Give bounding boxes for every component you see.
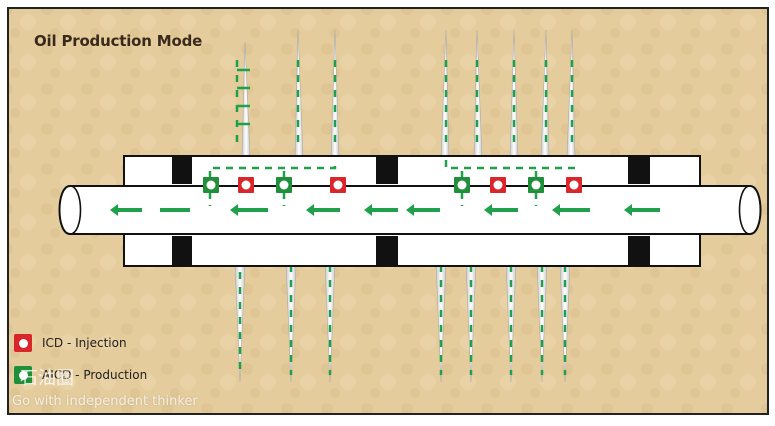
- packers: [172, 156, 650, 266]
- aicd-production-icon: [14, 366, 32, 384]
- legend-label-production: AICD - Production: [42, 368, 148, 382]
- legend-item-production: AICD - Production: [14, 366, 147, 384]
- icd-injection-valve: [566, 177, 582, 193]
- diagram-title: Oil Production Mode: [34, 32, 203, 50]
- watermark-logo: 石油圈: [20, 368, 74, 389]
- icd-injection-valve: [490, 177, 506, 193]
- aicd-production-valve: [528, 177, 544, 193]
- packer: [172, 236, 192, 266]
- pipe-flow-arrows: [110, 204, 660, 216]
- packer: [376, 236, 398, 266]
- legend-item-injection: ICD - Injection: [14, 334, 127, 352]
- aicd-production-valve: [276, 177, 292, 193]
- annulus-flow-routes: [208, 160, 575, 206]
- icd-injection-icon: [14, 334, 32, 352]
- valves: [203, 177, 582, 193]
- packer: [376, 156, 398, 184]
- packer: [628, 156, 650, 184]
- icd-injection-valve: [238, 177, 254, 193]
- aicd-production-valve: [203, 177, 219, 193]
- fracture-flow-lines: [235, 60, 574, 375]
- watermark-tagline: Go with independent thinker: [12, 394, 198, 409]
- legend-label-injection: ICD - Injection: [42, 336, 127, 350]
- icd-injection-valve: [330, 177, 346, 193]
- packer: [628, 236, 650, 266]
- packer: [172, 156, 192, 184]
- flow-ticks: [237, 68, 250, 126]
- aicd-production-valve: [454, 177, 470, 193]
